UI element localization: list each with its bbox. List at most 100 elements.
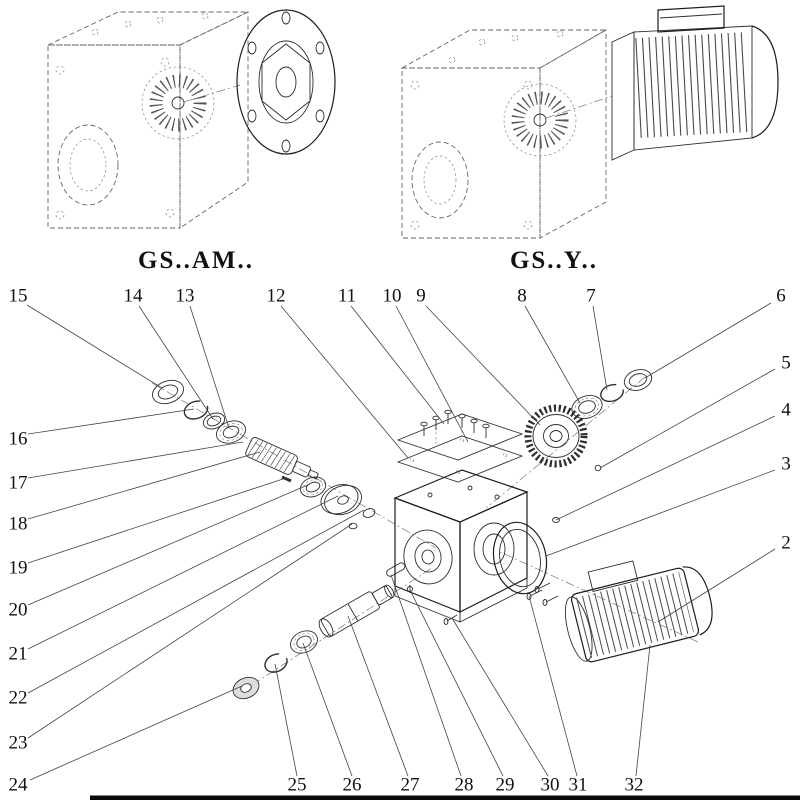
part-plug (348, 522, 358, 530)
part-circlip-gear (600, 383, 624, 403)
callout-leader-31 (528, 595, 578, 777)
callout-leader-30 (451, 617, 549, 777)
variant-label-gs-am: GS..AM.. (138, 247, 254, 274)
callout-leader-17 (27, 441, 244, 479)
worm-axis-centerline (151, 382, 437, 549)
callout-number-29: 29 (496, 774, 515, 795)
callout-leader-32 (635, 644, 651, 777)
part-bearing-output (290, 630, 318, 654)
callout-leader-20 (27, 483, 311, 606)
part-housing (393, 469, 529, 623)
callout-leader-28 (390, 574, 462, 777)
callout-leader-3 (545, 469, 776, 557)
callout-number-13: 13 (176, 285, 195, 306)
part-motor (564, 560, 713, 663)
callout-leader-27 (347, 615, 409, 777)
part-vent-plug (594, 464, 602, 472)
callout-leader-8 (524, 305, 581, 404)
motor-illustration (611, 5, 779, 161)
part-cover-bolts (420, 409, 490, 438)
callout-leader-9 (425, 305, 541, 426)
callout-leader-23 (27, 523, 353, 739)
callout-number-7: 7 (586, 285, 596, 306)
part-motor-bolts (526, 582, 559, 606)
callout-number-27: 27 (401, 774, 420, 795)
callout-number-2: 2 (781, 532, 791, 553)
part-retaining-ring (183, 400, 209, 420)
part-key (386, 562, 406, 577)
input-bore-hatch (511, 91, 569, 149)
motor-cooling-fins (576, 572, 694, 658)
callout-leader-15 (26, 304, 163, 389)
callout-number-19: 19 (9, 557, 28, 578)
part-o-ring (362, 508, 376, 518)
part-bearing-worm (299, 476, 327, 498)
callout-number-25: 25 (288, 774, 307, 795)
callout-leader-6 (644, 302, 772, 379)
callout-number-28: 28 (455, 774, 474, 795)
motor-terminal-box (587, 560, 639, 592)
callout-leader-2 (657, 548, 776, 623)
callout-number-11: 11 (338, 285, 356, 306)
callout-number-26: 26 (343, 774, 362, 795)
callout-number-4: 4 (781, 399, 791, 420)
callout-number-8: 8 (517, 285, 527, 306)
output-flange-illustration (236, 9, 336, 155)
callout-number-12: 12 (267, 285, 286, 306)
callout-leader-13 (189, 305, 230, 429)
part-washer (232, 676, 260, 700)
callout-number-32: 32 (625, 774, 644, 795)
callout-leader-16 (27, 408, 195, 435)
motor-cooling-fins (635, 32, 751, 138)
callout-number-23: 23 (9, 732, 28, 753)
callout-leader-11 (350, 305, 445, 425)
part-output-flange-ring (492, 521, 548, 595)
callout-number-5: 5 (781, 352, 791, 373)
callout-number-16: 16 (9, 428, 28, 449)
callout-number-15: 15 (9, 285, 28, 306)
callout-leader-5 (599, 368, 776, 469)
callout-leader-10 (395, 305, 469, 443)
part-plug-small (552, 517, 560, 523)
callout-leader-19 (27, 477, 287, 564)
callout-number-18: 18 (9, 513, 28, 534)
callout-leader-21 (27, 495, 339, 650)
callout-number-20: 20 (9, 599, 28, 620)
callout-leader-26 (302, 642, 353, 777)
gearbox-motor-variant-illustration (400, 5, 779, 239)
callout-number-22: 22 (9, 687, 28, 708)
input-bore-hatch (149, 74, 207, 132)
callout-number-30: 30 (541, 774, 560, 795)
output-axis-centerline (237, 567, 433, 695)
callout-number-6: 6 (776, 285, 786, 306)
callout-leader-18 (27, 451, 261, 520)
callout-number-24: 24 (9, 774, 29, 795)
part-bearing-gear (571, 395, 603, 419)
callout-leader-12 (280, 305, 409, 459)
variant-label-gs-y: GS..Y.. (510, 247, 598, 274)
part-oil-seal-gear (623, 369, 653, 391)
exploded-assembly-illustration (151, 369, 713, 700)
callout-leader-4 (555, 415, 776, 521)
callout-number-3: 3 (781, 453, 791, 474)
callout-number-10: 10 (383, 285, 402, 306)
motor-terminal-box (657, 5, 725, 33)
part-circlip-output (264, 653, 288, 673)
callout-leader-29 (409, 589, 504, 777)
gearbox-flange-variant-illustration (47, 9, 336, 229)
callout-number-21: 21 (9, 643, 28, 664)
motor-axis-centerline (499, 551, 699, 643)
callout-leader-7 (592, 305, 608, 391)
part-pin (281, 475, 292, 483)
callout-leader-14 (138, 305, 214, 420)
part-worm-gear (524, 404, 588, 468)
callout-number-9: 9 (416, 285, 426, 306)
part-shim-disc (320, 484, 362, 516)
callout-leader-25 (274, 663, 298, 777)
part-cover-plate (396, 413, 524, 483)
part-worm-shaft (245, 436, 319, 480)
part-output-shaft (318, 584, 395, 638)
bottom-page-edge (90, 795, 800, 800)
